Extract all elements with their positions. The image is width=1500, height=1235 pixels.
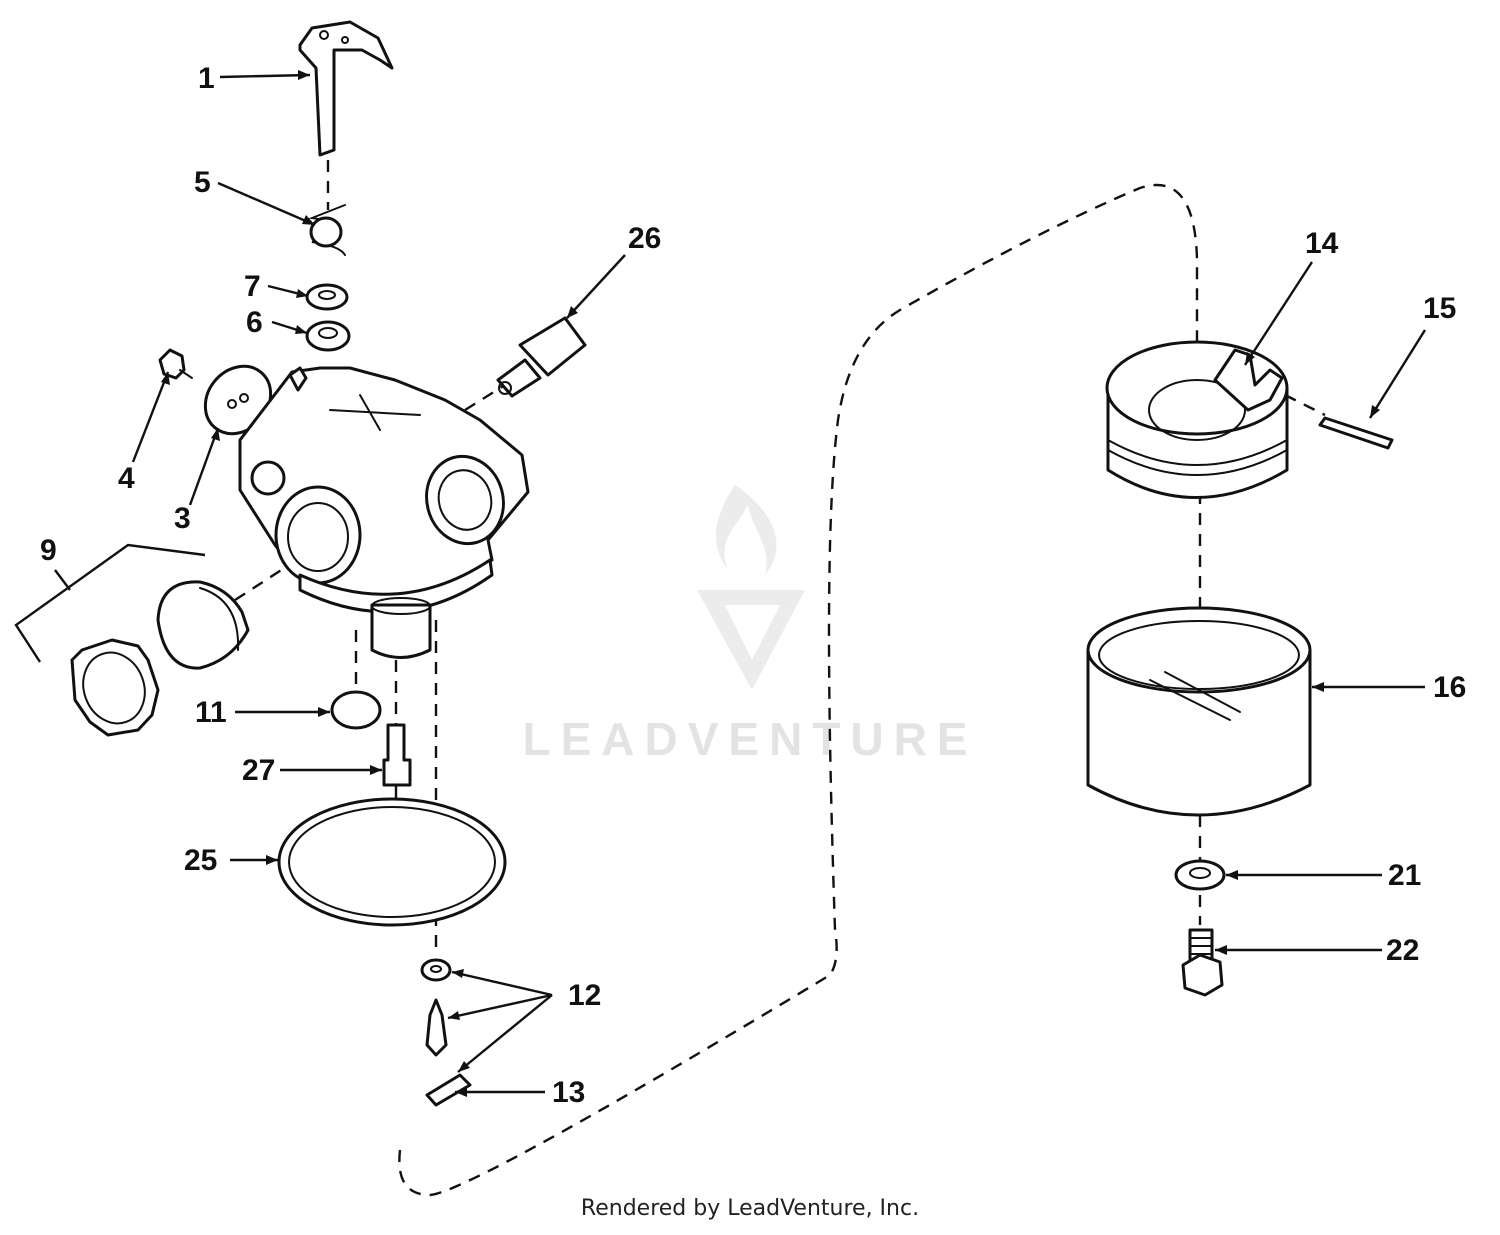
part-float-pin [1318,416,1394,450]
callout-6: 6 [246,306,263,339]
arrowhead-15 [1370,405,1380,418]
part-bowl-nut [1181,928,1224,997]
callout-9: 9 [40,534,57,567]
arrowhead-12a [452,969,464,978]
arrowhead-25 [266,855,278,865]
leader-3 [188,427,220,506]
arrowhead-13 [455,1087,467,1097]
arrowhead-6 [295,325,307,334]
part-bowl-washer [1174,859,1226,891]
part-inlet-needle [425,998,448,1057]
part-float-bowl [1086,606,1312,817]
part-cup [330,690,382,730]
arrowhead-26 [567,306,578,318]
arrowhead-5 [302,215,315,225]
callout-27: 27 [242,754,275,787]
part-screw [158,348,193,380]
arrowhead-14 [1245,352,1255,365]
part-fuel-fitting [496,316,587,398]
leader-lines [14,70,1427,1097]
callout-21: 21 [1388,859,1421,892]
leader-12c [457,994,553,1073]
arrowhead-21 [1226,870,1238,880]
part-washer-7 [305,283,349,311]
arrowhead-1 [298,70,310,80]
callout-12: 12 [568,979,601,1012]
callout-4: 4 [118,462,135,495]
part-carburetor-body [238,366,530,659]
arrowhead-16 [1312,682,1324,692]
callout-7: 7 [244,270,261,303]
part-float [1105,340,1289,499]
axis-pin [1284,393,1326,417]
arrowhead-7 [296,289,308,298]
arrowhead-11 [318,707,330,717]
callout-22: 22 [1386,934,1419,967]
part-seal-6 [305,320,351,352]
leadventure-watermark: LEADVENTURE [522,485,977,765]
part-clip [425,1073,472,1107]
part-tube [382,723,412,787]
callout-13: 13 [552,1076,585,1109]
callout-3: 3 [174,502,191,535]
leader-9 [54,569,71,591]
callout-16: 16 [1433,671,1466,704]
callout-14: 14 [1305,227,1339,260]
callout-5: 5 [194,166,211,199]
part-needle-washer [420,958,452,982]
watermark-brand: LEADVENTURE [522,713,977,765]
arrowhead-12c [458,1061,470,1072]
leader-12a [451,970,553,997]
leader-5 [217,181,316,227]
leader-15 [1368,329,1427,419]
leader-4 [131,371,170,463]
callout-1: 1 [198,62,215,95]
callout-26: 26 [628,222,661,255]
footer-credit: Rendered by LeadVenture, Inc. [580,1196,920,1221]
arrowhead-12b [448,1011,460,1020]
callout-15: 15 [1423,292,1456,325]
part-primer-retainer [70,638,160,737]
callout-11: 11 [195,696,227,729]
callout-25: 25 [184,844,217,877]
axis-fitting [464,383,506,412]
callout-labels: 1 5 7 6 4 3 9 26 11 27 25 12 13 14 15 16… [40,62,1466,1109]
arrowhead-3 [211,428,220,441]
part-throttle-lever [298,20,394,157]
arrowhead-22 [1215,945,1227,955]
leader-12b [447,993,553,1020]
leader-14 [1243,261,1314,366]
part-primer-bulb [156,580,250,670]
leader-1 [219,73,311,79]
arrowhead-4 [161,372,170,385]
leader-9-bracket [14,543,206,663]
part-gasket-ring [277,797,507,927]
leader-26 [566,254,626,319]
arrowhead-27 [370,765,382,775]
dashed-connection-loop [398,183,1199,1197]
part-spring [308,204,346,256]
flame-v-logo [697,485,805,690]
